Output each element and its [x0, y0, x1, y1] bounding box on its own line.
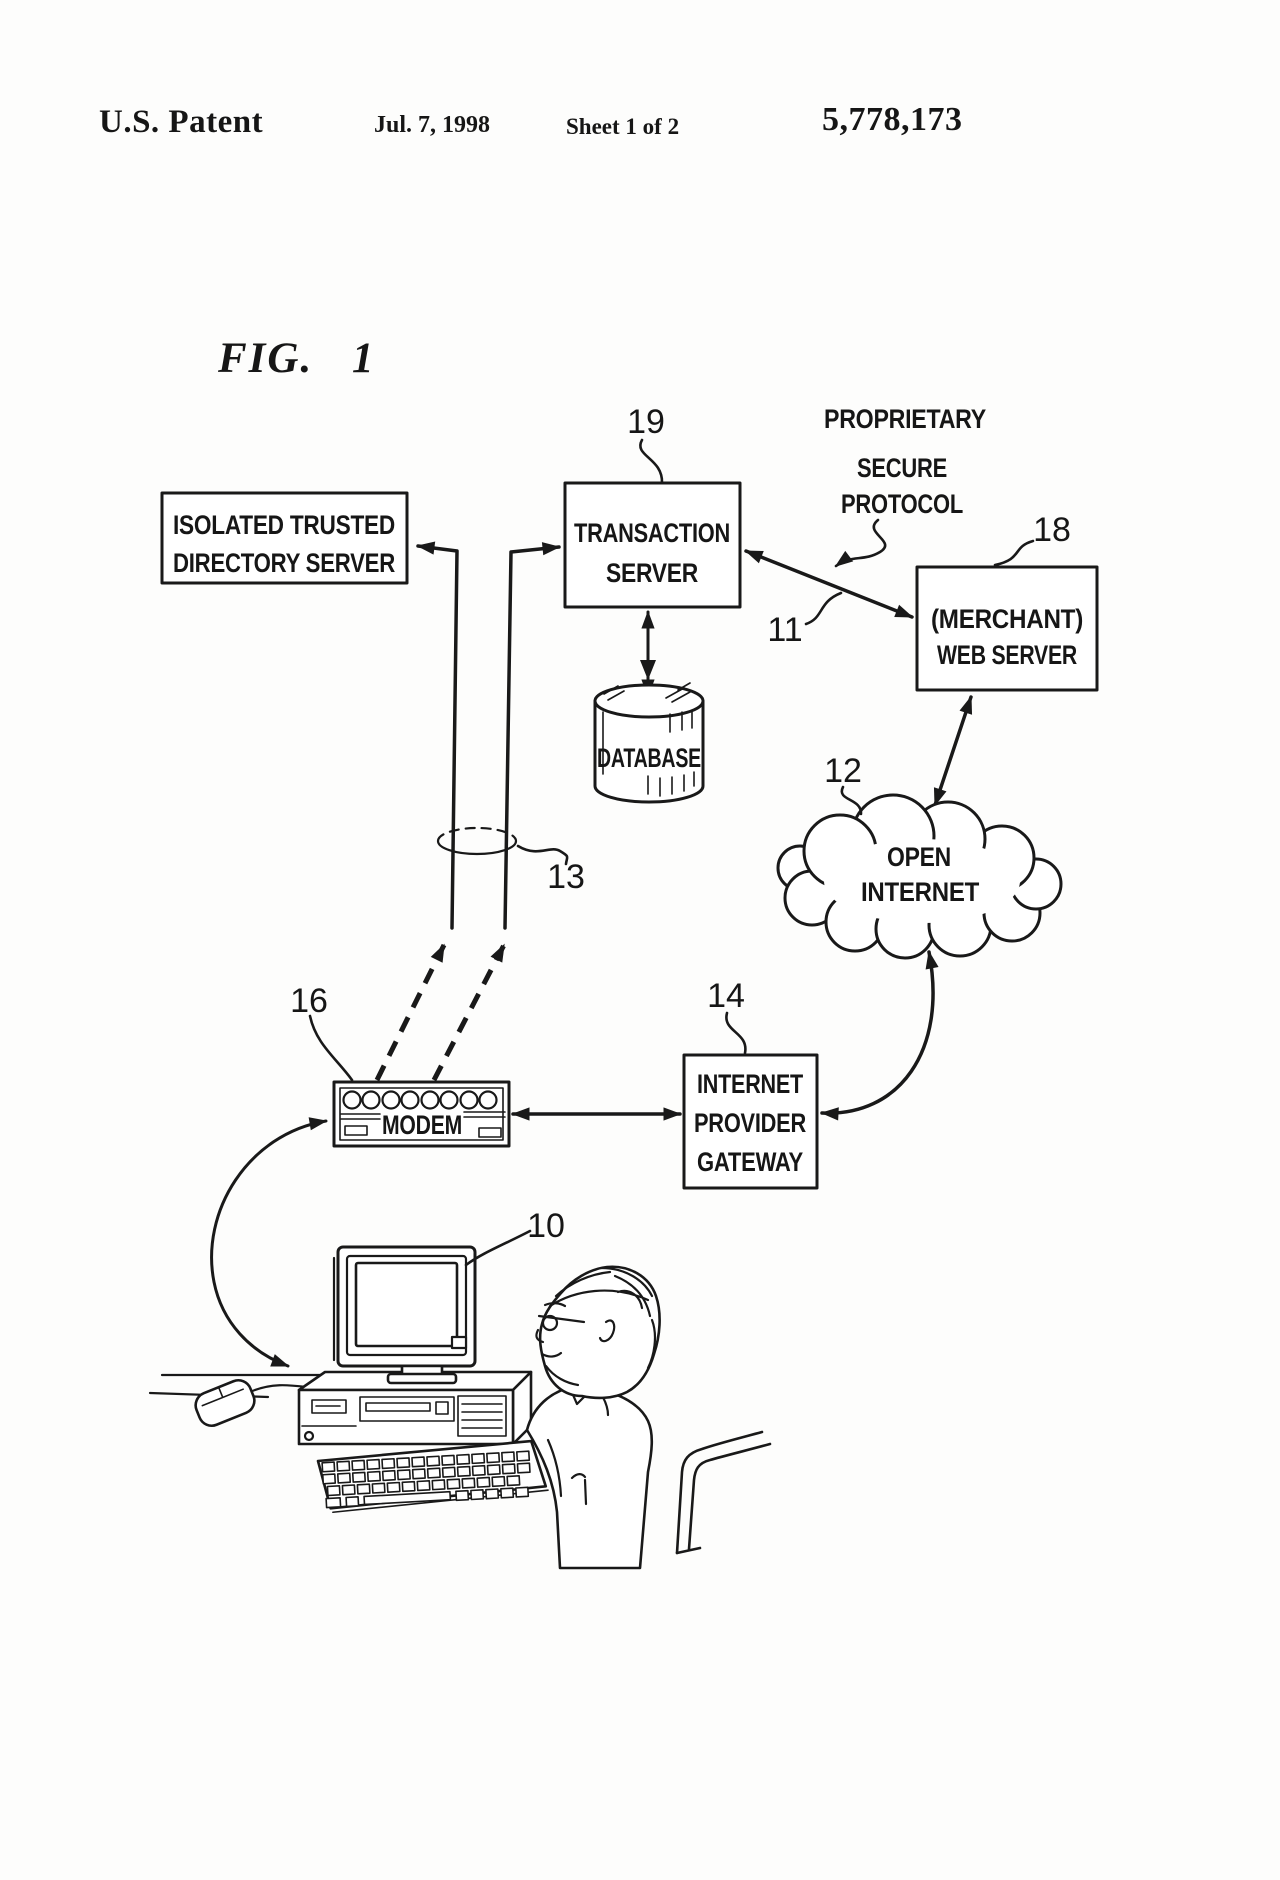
transaction-server-label-1: TRANSACTION — [574, 518, 730, 548]
leader-10 — [464, 1229, 532, 1267]
seated-user — [525, 1265, 661, 1570]
ref-numeral-12: 12 — [824, 752, 862, 790]
arrow-transaction-merchant — [744, 549, 914, 619]
ref-numeral-18: 18 — [1033, 511, 1071, 549]
gateway-box — [682, 1053, 819, 1190]
internet-provider-gateway-node: INTERNET PROVIDER GATEWAY 14 — [682, 977, 819, 1190]
leader-18 — [993, 539, 1035, 567]
line-to-directory-server — [416, 541, 459, 930]
chair — [675, 1430, 772, 1555]
directory-server-box — [160, 491, 409, 585]
merchant-label-2: WEB SERVER — [937, 640, 1077, 670]
leader-13 — [516, 844, 569, 866]
arrow-mid-head — [640, 660, 656, 680]
cloud-fill — [824, 839, 1020, 923]
gateway-label-1: INTERNET — [697, 1069, 804, 1099]
monitor — [332, 1245, 477, 1385]
open-internet-node: OPEN INTERNET 12 — [776, 752, 1063, 960]
ref-numeral-10: 10 — [527, 1207, 565, 1245]
modem-node: MODEM 16 — [290, 982, 511, 1148]
transaction-server-node: TRANSACTION SERVER 19 — [563, 403, 742, 609]
arrow-gateway-cloud — [820, 950, 939, 1121]
modem-switch-left — [344, 1125, 368, 1136]
user-clothing-detail — [546, 1386, 610, 1506]
user-computer-illustration: 10 — [148, 1117, 772, 1570]
user-hair — [548, 1266, 657, 1370]
modem-panel-lines — [340, 1111, 506, 1120]
directory-server-label-2: DIRECTORY SERVER — [173, 548, 395, 578]
user-face — [535, 1302, 616, 1387]
gateway-label-2: PROVIDER — [694, 1108, 806, 1138]
patent-header-date: Jul. 7, 1998 — [374, 112, 491, 138]
arrow-merchant-cloud — [933, 695, 973, 807]
figure-label: FIG. 1 — [218, 335, 376, 382]
merchant-web-server-node: (MERCHANT) WEB SERVER 18 — [915, 511, 1099, 692]
mouse — [194, 1378, 256, 1428]
cylinder-hatching-top — [603, 682, 691, 703]
patent-header-title: U.S. Patent — [99, 104, 264, 140]
arrow-computer-modem — [210, 1117, 328, 1368]
protocol-label-1: PROPRIETARY — [824, 404, 986, 434]
protocol-label-2: SECURE — [857, 453, 947, 483]
patent-header-number: 5,778,173 — [822, 101, 963, 138]
leader-16 — [308, 1014, 354, 1082]
modem-switch-right — [478, 1127, 502, 1138]
phone-line-loop-front — [436, 839, 518, 856]
database-node: DATABASE — [593, 682, 705, 804]
ref-numeral-16: 16 — [290, 982, 328, 1020]
directory-server-label-1: ISOLATED TRUSTED — [173, 510, 395, 540]
leader-19 — [639, 438, 664, 485]
ref-numeral-14: 14 — [707, 977, 745, 1015]
leader-14 — [725, 1011, 747, 1055]
user-head — [538, 1265, 661, 1400]
open-internet-label-1: OPEN — [887, 842, 951, 872]
user-glasses-lens — [541, 1314, 559, 1332]
system-unit — [297, 1370, 533, 1446]
user-body — [525, 1384, 654, 1570]
keyboard — [316, 1439, 549, 1514]
protocol-label-3: PROTOCOL — [841, 489, 963, 519]
open-internet-label-2: INTERNET — [861, 877, 980, 907]
merchant-web-server-box — [915, 565, 1099, 692]
leader-11 — [804, 591, 843, 626]
leader-12 — [840, 785, 863, 816]
monitor-power-button — [450, 1335, 468, 1350]
protocol-annotation: PROPRIETARY SECURE PROTOCOL 11 13 — [516, 404, 987, 896]
directory-server-node: ISOLATED TRUSTED DIRECTORY SERVER — [160, 491, 409, 585]
database-label: DATABASE — [597, 743, 701, 773]
cylinder-hatching-body — [602, 711, 695, 797]
ref-numeral-19: 19 — [627, 403, 665, 441]
transaction-server-box — [563, 481, 742, 609]
ref-numeral-11: 11 — [767, 611, 802, 649]
gateway-label-3: GATEWAY — [697, 1147, 803, 1177]
modem-label: MODEM — [382, 1110, 462, 1140]
merchant-label-1: (MERCHANT) — [931, 604, 1083, 634]
database-cylinder-body — [593, 699, 705, 804]
line-to-transaction-server — [503, 542, 561, 930]
protocol-pointer-arrow — [834, 518, 887, 568]
patent-header-sheet: Sheet 1 of 2 — [566, 114, 680, 139]
connections — [374, 541, 973, 1121]
phone-line-loop-back — [436, 826, 518, 843]
transaction-server-label-2: SERVER — [606, 558, 698, 588]
dashed-dialup-line-left — [374, 943, 447, 1082]
modem-box-inner — [339, 1087, 504, 1141]
modem-indicator-lights — [342, 1090, 498, 1110]
dashed-dialup-line-right — [431, 943, 507, 1082]
